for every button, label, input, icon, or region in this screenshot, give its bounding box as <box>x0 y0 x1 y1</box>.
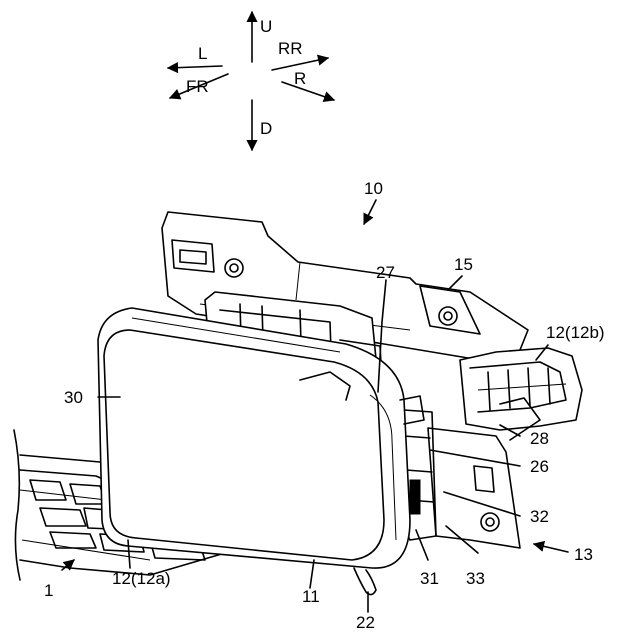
direction-indicator: U D L FR RR R <box>168 12 334 150</box>
label-28: 28 <box>530 429 549 448</box>
label-31: 31 <box>420 569 439 588</box>
label-12b: 12(12b) <box>546 323 605 342</box>
direction-up-label: U <box>260 17 272 36</box>
direction-rear-right-label: RR <box>278 39 303 58</box>
label-30: 30 <box>64 388 83 407</box>
direction-right-label: R <box>294 69 306 88</box>
lower-bracket <box>400 410 520 548</box>
label-22: 22 <box>356 613 375 632</box>
direction-left-label: L <box>198 44 207 63</box>
label-33: 33 <box>466 569 485 588</box>
label-10: 10 <box>364 179 383 198</box>
label-1: 1 <box>44 581 53 600</box>
lens-outline <box>104 330 384 560</box>
label-32: 32 <box>530 507 549 526</box>
label-13: 13 <box>574 545 593 564</box>
left-arrow <box>168 66 222 68</box>
direction-down-label: D <box>260 119 272 138</box>
direction-front-right-label: FR <box>186 77 209 96</box>
label-11: 11 <box>302 587 320 606</box>
label-27: 27 <box>376 263 395 282</box>
label-12a: 12(12a) <box>112 569 171 588</box>
connector-b <box>460 348 582 440</box>
label-26: 26 <box>530 457 549 476</box>
right-arrow <box>282 82 334 100</box>
label-15: 15 <box>454 255 473 274</box>
